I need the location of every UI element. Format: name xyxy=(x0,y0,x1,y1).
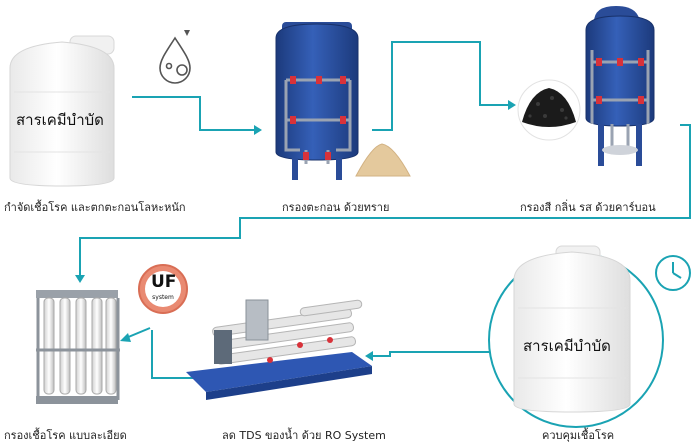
carbon-filter-vessel xyxy=(585,6,655,166)
arrow-head xyxy=(508,100,516,110)
step-5-label: ลด TDS ของน้ำ ด้วย RO System xyxy=(222,429,386,442)
chemical-drop-icon xyxy=(159,30,191,84)
arrow-head xyxy=(75,275,85,283)
ro-system-unit xyxy=(186,299,372,400)
connector-2-3 xyxy=(372,41,508,131)
connector-1-2 xyxy=(132,96,254,131)
step-4-label: ควบคุมเชื้อโรค xyxy=(542,429,615,442)
connector-5-6 xyxy=(151,330,200,379)
uf-system-unit xyxy=(36,290,120,404)
clock-icon xyxy=(655,255,691,291)
tank-2-label: สารเคมีบำบัด xyxy=(523,337,611,355)
uf-badge-subtitle: system xyxy=(152,294,174,301)
sand-pile-icon xyxy=(355,143,411,177)
arrow-head xyxy=(365,351,373,361)
chemical-tank-2 xyxy=(513,245,631,413)
uf-badge xyxy=(138,264,188,314)
arrow-head xyxy=(254,125,262,135)
connector-arrows xyxy=(75,100,516,361)
arrow-head xyxy=(120,333,131,342)
uf-badge-title: UF xyxy=(151,272,177,292)
step-3-label: กรองสี กลิ่น รส ด้วยคาร์บอน xyxy=(520,201,656,214)
connector-4-5 xyxy=(372,351,498,357)
connector-lines xyxy=(79,41,691,379)
step-6-label: กรองเชื้อโรค แบบละเอียด xyxy=(4,429,127,442)
connector-badge-uf xyxy=(125,327,151,339)
tank-1-label: สารเคมีบำบัด xyxy=(16,111,104,129)
connector-3-4 xyxy=(79,124,691,275)
chemical-tank-1 xyxy=(9,35,115,187)
carbon-pile-icon xyxy=(517,79,581,141)
sand-filter-vessel xyxy=(275,22,359,180)
step-1-label: กำจัดเชื้อโรค และตกตะกอนโลหะหนัก xyxy=(4,201,186,214)
step-2-label: กรองตะกอน ด้วยทราย xyxy=(282,201,390,214)
